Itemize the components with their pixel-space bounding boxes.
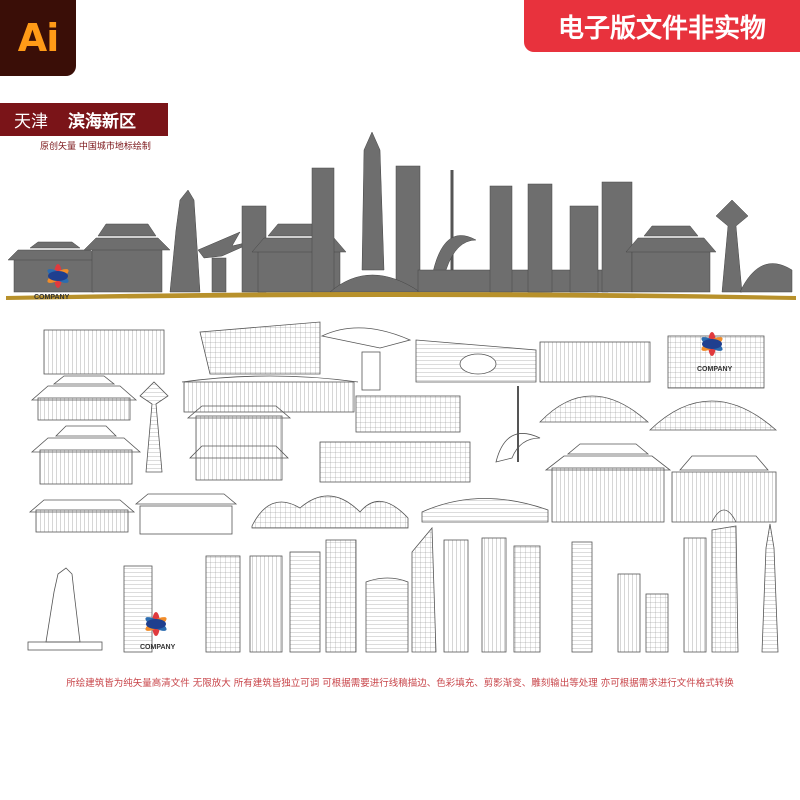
ai-badge-label: Ai [17,16,59,60]
digital-file-notice: 电子版文件非实物 [524,0,800,52]
company-logo-text-2: COMPANY [697,366,733,373]
building-lineart-collection [27,321,779,653]
skyline-illustration [6,131,796,300]
title-banner: 天津 滨海新区 [0,103,168,136]
city-name: 天津 [14,112,48,132]
company-logo-text-3: COMPANY [140,644,176,651]
notice-label: 电子版文件非实物 [557,13,766,44]
footer-description: 所绘建筑皆为纯矢量高清文件 无限放大 所有建筑皆独立可调 可根据需要进行线稿描边… [66,678,734,689]
title-subtitle: 原创矢量 中国城市地标绘制 [40,142,151,152]
district-name: 滨海新区 [68,112,136,132]
company-logo-text: COMPANY [34,294,70,301]
ai-file-badge: Ai [0,0,76,76]
company-logo-icon-3 [145,612,167,636]
company-logo-icon-2 [701,332,723,356]
company-logo-icon [47,264,69,288]
